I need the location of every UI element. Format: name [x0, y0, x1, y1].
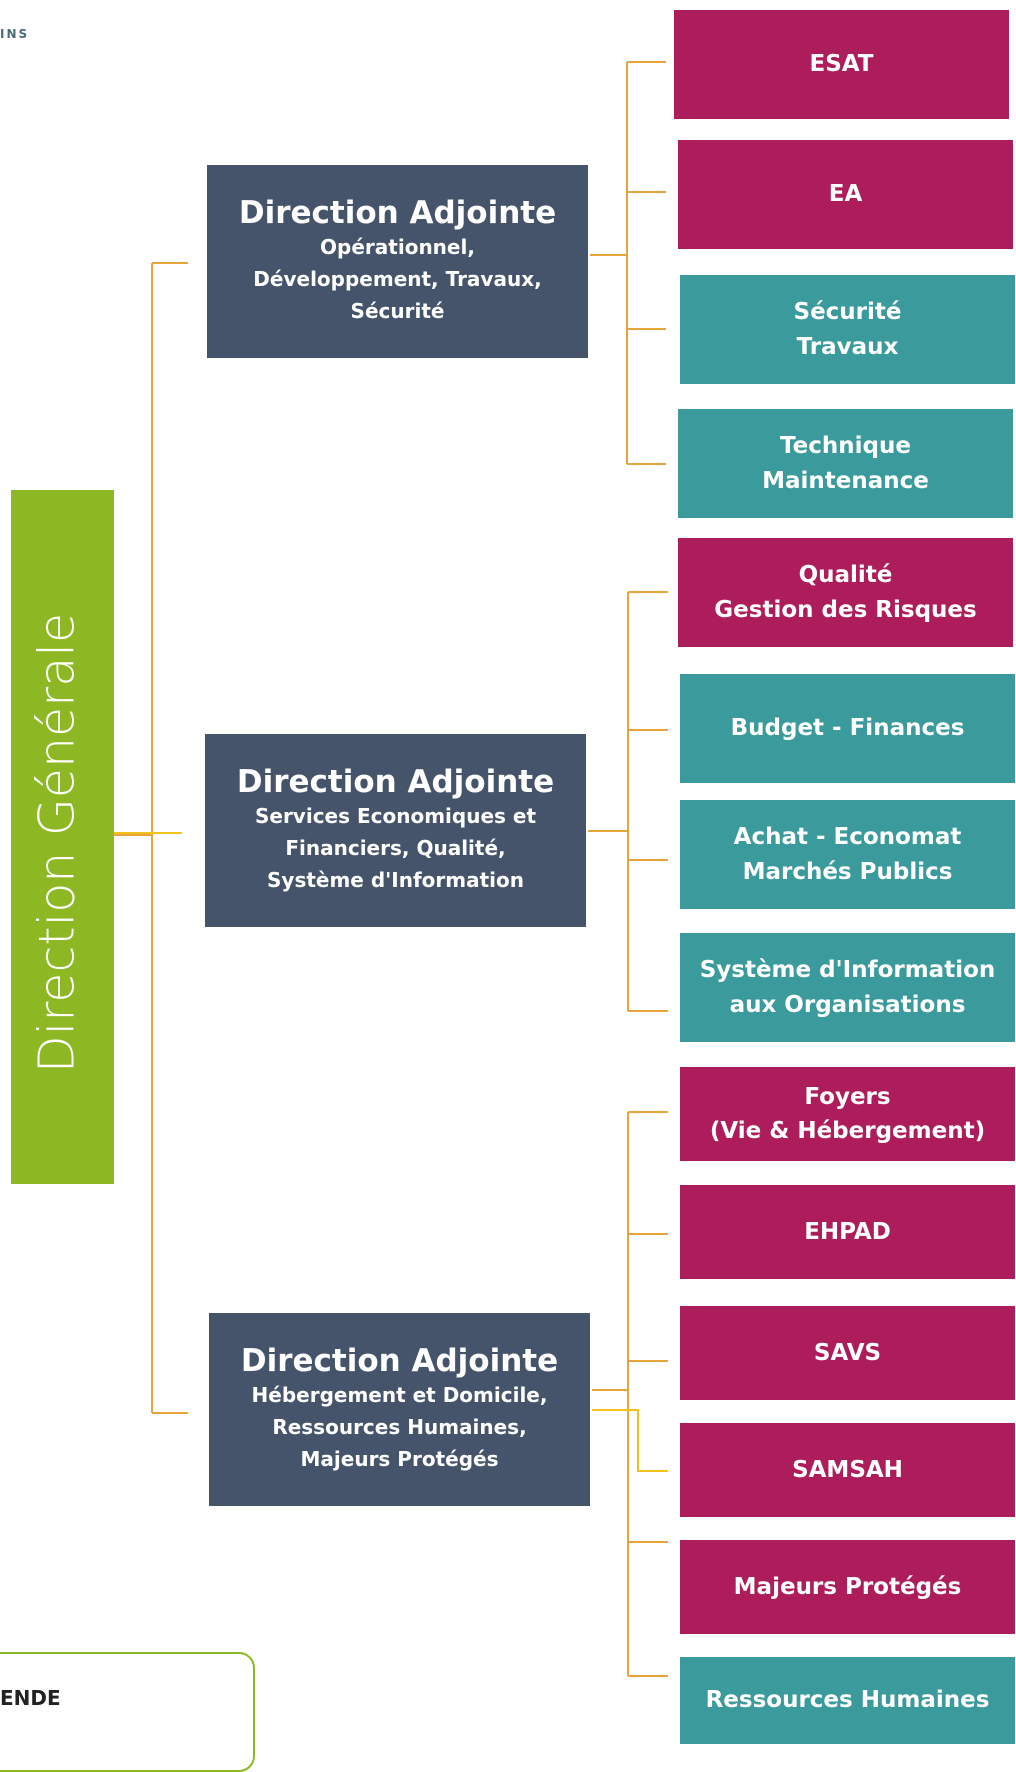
direction-adjointe-title: Direction Adjointe	[240, 1342, 559, 1379]
service-securite-travaux: Sécurité Travaux	[680, 275, 1015, 384]
service-majeurs-proteges: Majeurs Protégés	[680, 1540, 1015, 1634]
direction-adjointe-title: Direction Adjointe	[238, 194, 557, 231]
legend-box	[0, 1652, 255, 1772]
service-technique-maintenance: Technique Maintenance	[678, 409, 1013, 518]
service-budget-finances: Budget - Finances	[680, 674, 1015, 783]
direction-generale-box	[11, 490, 114, 1184]
direction-generale-label: Direction Générale	[28, 612, 86, 1074]
service-esat: ESAT	[674, 10, 1009, 119]
service-savs: SAVS	[680, 1306, 1015, 1400]
direction-adjointe-subtitle: Hébergement et Domicile, Ressources Huma…	[251, 1383, 548, 1472]
service-ressources-humaines: Ressources Humaines	[680, 1657, 1015, 1744]
service-ea: EA	[678, 140, 1013, 249]
header-logo-text: INS	[0, 27, 30, 41]
service-systeme-information: Système d'Information aux Organisations	[680, 933, 1015, 1042]
direction-adjointe-services-economiques: Direction Adjointe Services Economiques …	[205, 734, 586, 927]
legend-title: ENDE	[0, 1686, 61, 1710]
direction-adjointe-operationnel: Direction Adjointe Opérationnel, Dévelop…	[207, 165, 588, 358]
direction-adjointe-title: Direction Adjointe	[236, 763, 555, 800]
service-foyers: Foyers (Vie & Hébergement)	[680, 1067, 1015, 1161]
service-achat-economat: Achat - Economat Marchés Publics	[680, 800, 1015, 909]
service-ehpad: EHPAD	[680, 1185, 1015, 1279]
direction-adjointe-hebergement: Direction Adjointe Hébergement et Domici…	[209, 1313, 590, 1506]
service-samsah: SAMSAH	[680, 1423, 1015, 1517]
service-qualite-risques: Qualité Gestion des Risques	[678, 538, 1013, 647]
direction-adjointe-subtitle: Services Economiques et Financiers, Qual…	[254, 804, 537, 893]
direction-adjointe-subtitle: Opérationnel, Développement, Travaux, Sé…	[253, 235, 542, 324]
